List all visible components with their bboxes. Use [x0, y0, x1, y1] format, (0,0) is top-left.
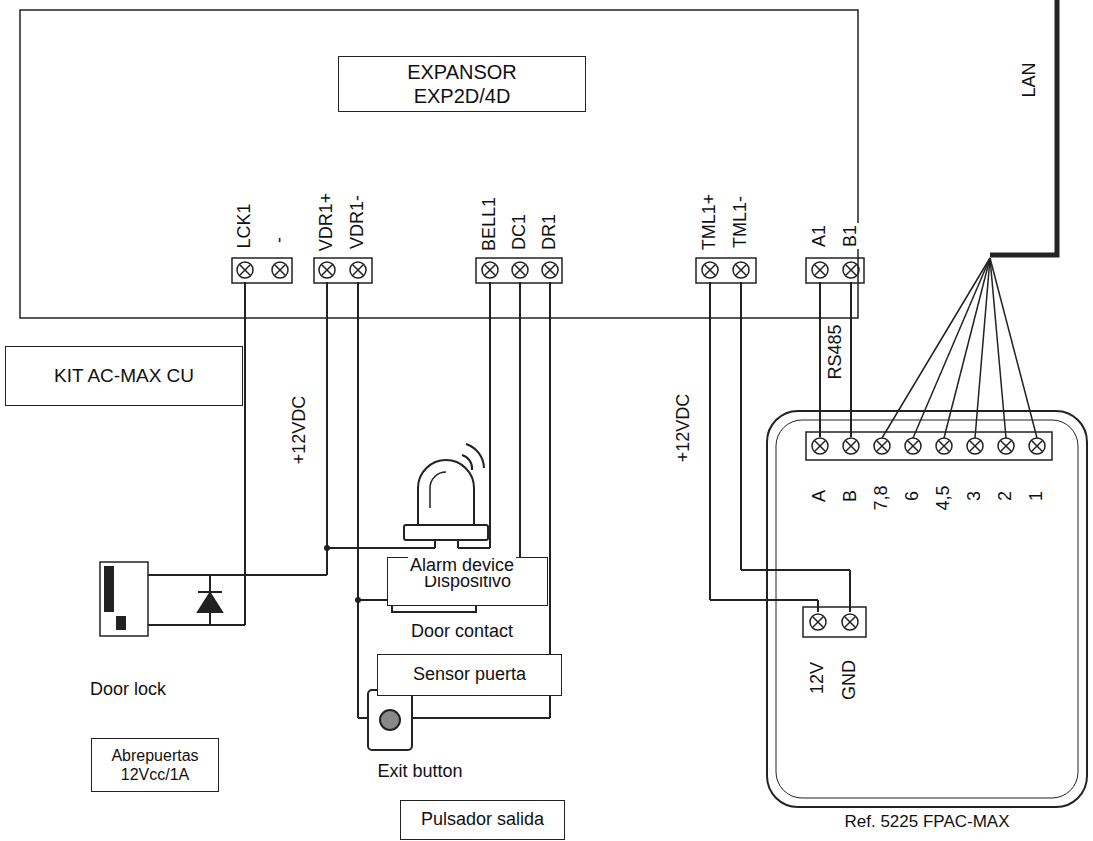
alarm-beacon-symbol	[404, 444, 488, 540]
box-text: Abrepuertas 12Vcc/1A	[92, 746, 218, 784]
reader-inner-outline	[776, 420, 1078, 798]
terminal-screw	[733, 262, 749, 278]
terminal-screw	[1029, 438, 1045, 454]
terminal-screw	[874, 438, 890, 454]
voltage-label: +12VDC	[290, 394, 310, 467]
reader-device: Ref. 5225 FPAC-MAX	[766, 410, 1088, 808]
terminal-screw	[905, 438, 921, 454]
terminal-screw	[967, 438, 983, 454]
pin-name: GND	[840, 658, 860, 702]
terminal-screw	[272, 262, 288, 278]
bus-name: RS485	[826, 322, 846, 381]
part-name: Door contact	[409, 622, 515, 642]
diode-symbol	[198, 593, 222, 612]
pin-name: 12V	[808, 660, 828, 696]
pin-name: BELL1	[480, 195, 500, 253]
terminal-screw	[319, 262, 335, 278]
terminal-screw	[936, 438, 952, 454]
pin-name: A1	[810, 223, 830, 249]
lock-note-box: Abrepuertas 12Vcc/1A	[91, 738, 219, 792]
terminal-screw	[482, 262, 498, 278]
reference-caption: Ref. 5225 FPAC-MAX	[768, 812, 1086, 832]
pin-name: 7,8	[872, 483, 892, 512]
exit-button-symbol	[368, 690, 412, 750]
terminal-screw	[512, 262, 528, 278]
pin-name: TML1-	[731, 194, 751, 250]
box-text: KIT AC-MAX CU	[54, 365, 194, 388]
box-text: Sensor puerta	[413, 664, 526, 686]
box-text: Pulsador salida	[421, 809, 544, 831]
expander-box: EXPANSOR EXP2D/4D	[338, 56, 586, 112]
part-name: Exit button	[375, 762, 464, 782]
voltage-label: +12VDC	[674, 392, 694, 465]
door-lock-symbol	[100, 562, 148, 636]
pin-name: DC1	[510, 212, 530, 252]
terminal-screw	[812, 262, 828, 278]
pin-name: 4,5	[934, 483, 954, 512]
pin-name: -	[270, 235, 290, 245]
button-note-box: Pulsador salida	[400, 800, 565, 840]
sensor-box: Sensor puerta	[377, 654, 562, 696]
terminal-screw	[702, 262, 718, 278]
terminal-screw	[842, 614, 858, 630]
expander-housing	[20, 10, 858, 318]
pin-name: VDR1+	[317, 191, 337, 254]
part-name: Door lock	[88, 680, 168, 700]
kit-label-box: KIT AC-MAX CU	[5, 346, 243, 406]
pin-name: DR1	[540, 212, 560, 252]
pin-name: A	[810, 488, 830, 504]
terminal-screw	[843, 438, 859, 454]
pin-name: VDR1-	[348, 193, 368, 251]
pin-name: LCK1	[235, 201, 255, 250]
terminal-screw	[812, 438, 828, 454]
terminal-screw	[350, 262, 366, 278]
terminal-screw	[542, 262, 558, 278]
terminal-screw	[998, 438, 1014, 454]
pin-name: B1	[841, 223, 861, 249]
pin-name: B	[841, 488, 861, 504]
pin-name: 2	[996, 489, 1016, 503]
pin-name: TML1+	[700, 192, 720, 253]
pin-name: 3	[965, 489, 985, 503]
junction-dots	[104, 545, 361, 630]
pin-name: 6	[903, 489, 923, 503]
box-text: EXPANSOR EXP2D/4D	[397, 60, 527, 108]
terminal-screw	[237, 262, 253, 278]
terminal-screw	[843, 262, 859, 278]
pin-name: 1	[1027, 489, 1047, 503]
cable-name: LAN	[1020, 60, 1040, 99]
part-name: Alarm device	[408, 556, 516, 576]
terminal-screw	[810, 614, 826, 630]
